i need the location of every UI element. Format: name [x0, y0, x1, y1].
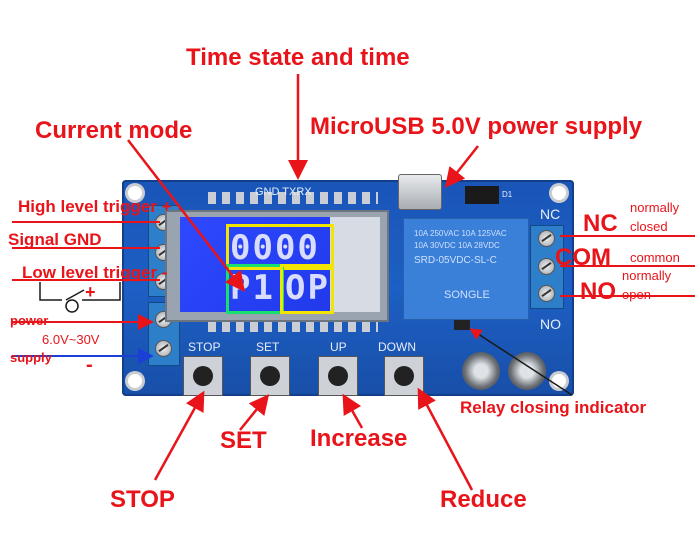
diode-chip	[465, 186, 499, 204]
lcd-time-digits: 0000	[230, 228, 320, 268]
relay-rating-line: 10A 30VDC 10A 28VDC	[414, 241, 500, 250]
com-label: COM	[555, 244, 611, 271]
capacitor	[462, 352, 500, 390]
relay-model: SRD-05VDC-SL-C	[414, 255, 497, 266]
reduce-label: Reduce	[440, 486, 527, 513]
relay-indicator-label: Relay closing indicator	[460, 398, 647, 417]
relay: 10A 250VAC 10A 125VAC 10A 30VDC 10A 28VD…	[403, 218, 529, 320]
header-silk-label: GND TXRX	[255, 186, 312, 198]
mode-arrow	[127, 139, 246, 292]
pin-header-bottom	[208, 320, 378, 332]
no-label: NO	[580, 278, 616, 305]
current-mode-label: Current mode	[35, 117, 193, 144]
screw-icon	[538, 230, 555, 247]
nc-silk-label: NC	[540, 206, 561, 222]
screw-icon	[155, 340, 172, 357]
state-highlight-box	[280, 264, 334, 314]
microusb-label: MicroUSB 5.0V power supply	[310, 113, 643, 140]
switch-symbol	[39, 282, 121, 301]
nc-label: NC	[583, 210, 618, 237]
minus-sign: -	[86, 354, 93, 376]
usb-arrow	[444, 145, 479, 188]
relay-indicator-led	[454, 320, 470, 330]
indicator-arrow	[469, 328, 573, 396]
reduce-arrow	[417, 387, 474, 491]
switch-lever	[65, 289, 85, 301]
chip-silk-label: D1	[502, 190, 513, 199]
mount-hole	[128, 186, 142, 200]
stop-silk-label: STOP	[188, 340, 221, 354]
stop-label: STOP	[110, 486, 175, 513]
lcd-state-digits: OP	[285, 268, 330, 308]
set-silk-label: SET	[256, 340, 280, 354]
no-desc-2: open	[622, 287, 651, 302]
no-silk-label: NO	[540, 316, 561, 332]
supply-label: supply	[10, 350, 52, 365]
lcd-segment-area	[330, 217, 380, 312]
stop-button[interactable]	[183, 356, 223, 396]
up-button[interactable]	[318, 356, 358, 396]
stop-arrow	[153, 390, 205, 481]
signal-gnd-label: Signal GND	[8, 230, 102, 249]
increase-arrow	[342, 393, 364, 429]
down-button[interactable]	[384, 356, 424, 396]
pin-header-top	[208, 192, 378, 204]
up-silk-label: UP	[330, 340, 347, 354]
down-silk-label: DOWN	[378, 340, 416, 354]
set-label: SET	[220, 427, 267, 454]
low-level-label: Low level trigger -	[22, 263, 168, 282]
set-arrow	[239, 394, 270, 431]
com-desc: common	[630, 250, 680, 265]
nc-desc-1: normally	[630, 200, 680, 215]
time-state-label: Time state and time	[186, 44, 410, 71]
switch-circle-icon	[65, 299, 79, 313]
relay-rating-line: 10A 250VAC 10A 125VAC	[414, 229, 507, 238]
voltage-label: 6.0V~30V	[42, 332, 100, 347]
plus-sign: +	[85, 282, 96, 302]
microusb-port	[398, 174, 442, 210]
no-desc-1: normally	[622, 268, 672, 283]
high-level-label: High level trigger +	[18, 197, 172, 216]
screw-icon	[538, 285, 555, 302]
nc-desc-2: closed	[630, 219, 668, 234]
increase-label: Increase	[310, 425, 408, 452]
power-label: power	[10, 313, 49, 328]
screw-icon	[538, 258, 555, 275]
relay-brand: SONGLE	[444, 289, 490, 301]
set-button[interactable]	[250, 356, 290, 396]
mount-hole	[552, 186, 566, 200]
mount-hole	[128, 374, 142, 388]
